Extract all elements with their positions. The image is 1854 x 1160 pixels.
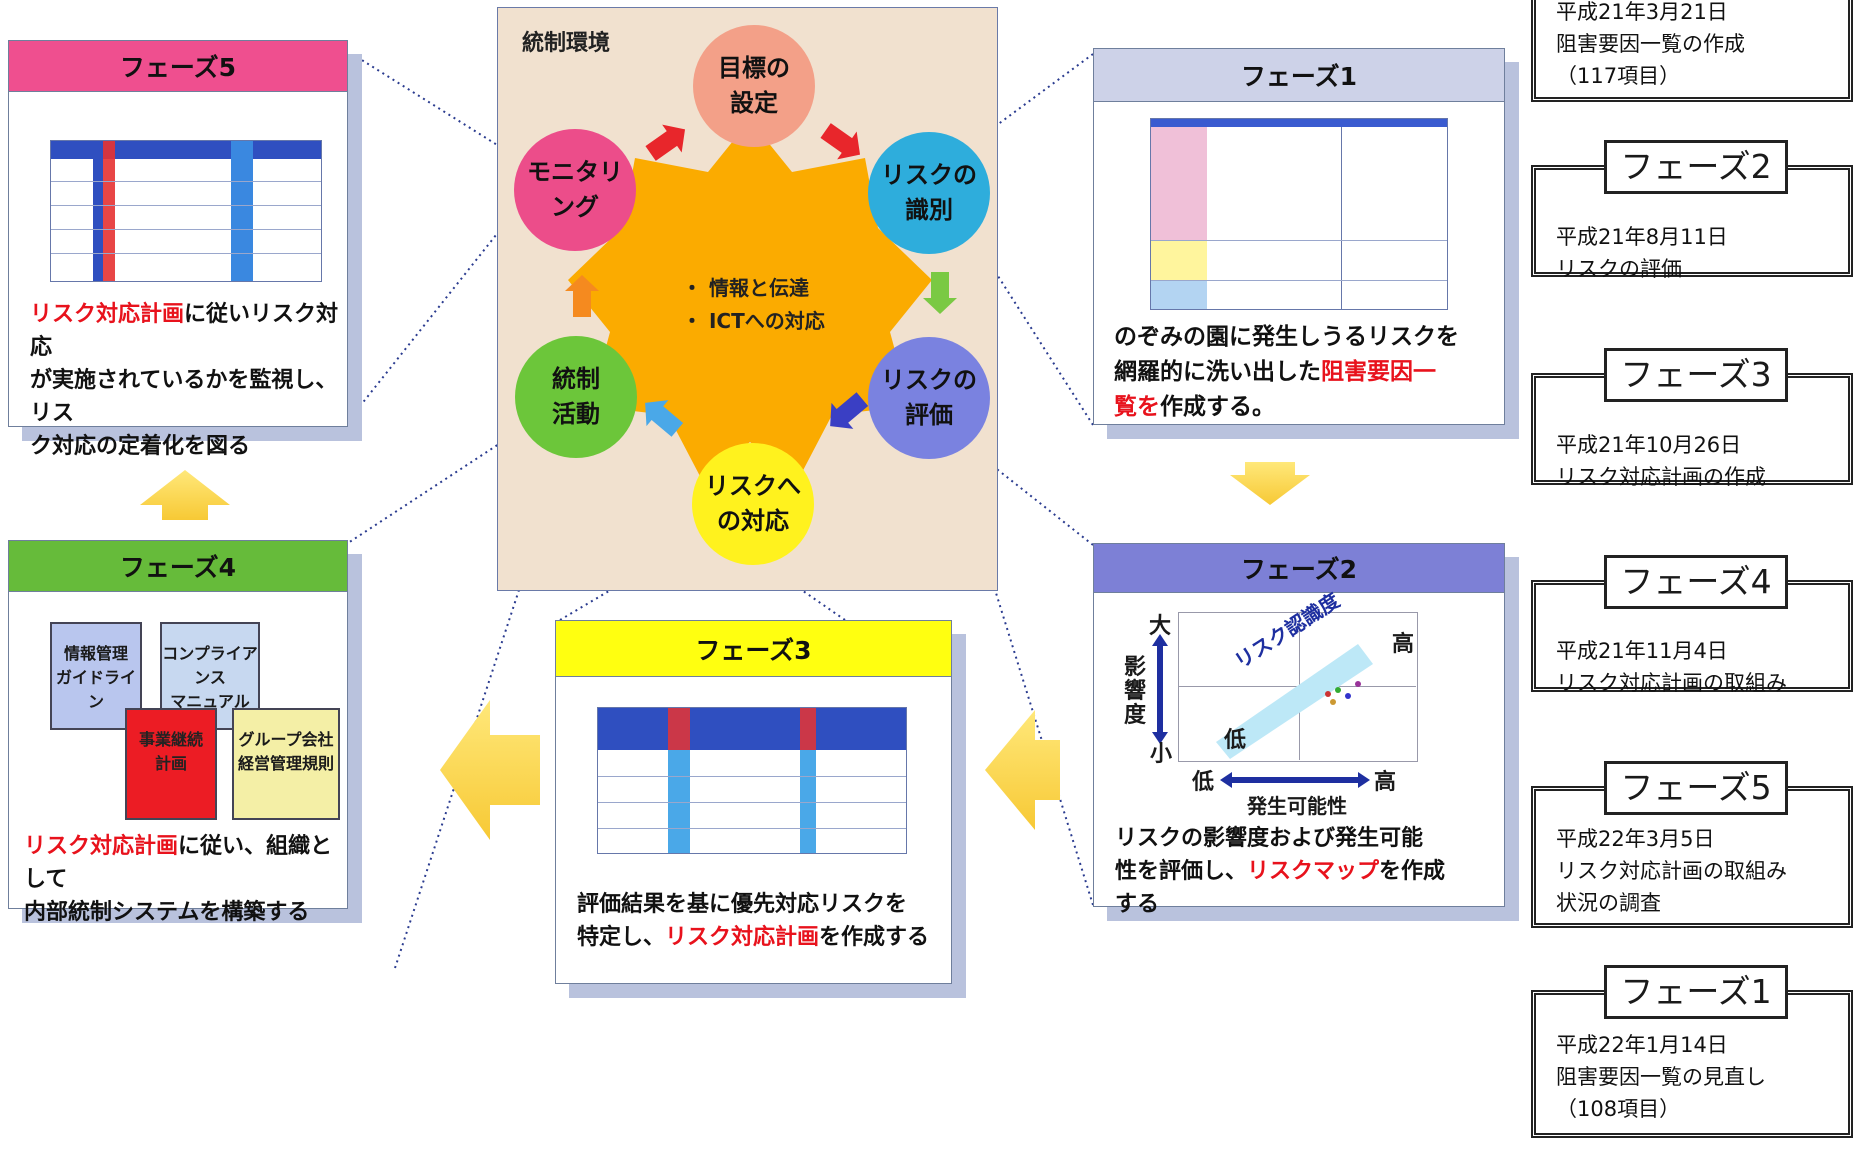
phase2-title: フェーズ2 bbox=[1094, 544, 1504, 593]
phase5-description: リスク対応計画に従いリスク対応 が実施されているかを監視し、リス ク対応の定着化… bbox=[30, 302, 339, 459]
arrow-phase4-to-5 bbox=[140, 470, 230, 520]
timeline-1-line-3: （117項目） bbox=[1556, 64, 1681, 88]
timeline-4-line-1: 平成21年11月4日 bbox=[1556, 639, 1728, 663]
phase3-description: 評価結果を基に優先対応リスクを 特定し、リスク対応計画を作成する bbox=[577, 892, 930, 950]
cycle-arrow-1 bbox=[645, 124, 686, 161]
risk-map-x-low: 低 bbox=[1192, 770, 1215, 795]
cycle-arrow-4 bbox=[830, 392, 869, 429]
info-bullet-2: ・ ICTへの対応 bbox=[682, 309, 825, 333]
arrow-phase2-to-3 bbox=[985, 710, 1060, 830]
timeline-2-label: フェーズ2 bbox=[1604, 140, 1788, 194]
risk-map: リスク認識度 大 影響度 小 高 低 低 高 発生可能性 bbox=[1112, 588, 1492, 818]
timeline-3-line-2: リスク対応計画の作成 bbox=[1556, 465, 1766, 489]
timeline-6-label: フェーズ1 bbox=[1604, 965, 1788, 1019]
phase5-table-thumbnail bbox=[50, 140, 322, 282]
arrow-phase1-to-2 bbox=[1230, 462, 1310, 505]
cycle-risk-identification: リスクの識別 bbox=[868, 132, 990, 254]
timeline-1-line-1: 平成21年3月21日 bbox=[1556, 0, 1728, 24]
timeline-3-line-1: 平成21年10月26日 bbox=[1556, 433, 1742, 457]
binder-group-management-rules: グループ会社経営管理規則 bbox=[232, 708, 340, 820]
risk-map-x-high: 高 bbox=[1374, 770, 1397, 795]
phase5-title: フェーズ5 bbox=[9, 41, 347, 92]
information-communication-star bbox=[568, 120, 932, 480]
flow-arrows bbox=[140, 462, 1310, 840]
phase1-description: のぞみの園に発生しうるリスクを 網羅的に洗い出した阻害要因一 覧を作成する。 bbox=[1114, 324, 1459, 420]
cycle-risk-response: リスクへの対応 bbox=[692, 443, 814, 565]
cycle-objective-setting: 目標の設定 bbox=[693, 25, 815, 147]
risk-awareness-band bbox=[1216, 644, 1373, 759]
timeline-6-line-1: 平成22年1月14日 bbox=[1556, 1033, 1728, 1057]
phase3-table-thumbnail bbox=[597, 707, 907, 854]
timeline-5-line-1: 平成22年3月5日 bbox=[1556, 827, 1715, 851]
cycle-monitoring: モニタリング bbox=[514, 129, 636, 251]
timeline-6-line-3: （108項目） bbox=[1556, 1097, 1681, 1121]
timeline-3-label: フェーズ3 bbox=[1604, 348, 1788, 402]
phase1-table-thumbnail bbox=[1150, 118, 1448, 310]
timeline-entry-1: 平成21年3月21日 阻害要因一覧の作成 （117項目） bbox=[1531, 0, 1853, 102]
timeline-2-line-1: 平成21年8月11日 bbox=[1556, 225, 1728, 249]
arrow-phase3-to-4 bbox=[440, 700, 540, 840]
cycle-risk-assessment: リスクの評価 bbox=[868, 337, 990, 459]
cycle-arrow-6 bbox=[565, 275, 599, 317]
binder-information-management: 情報管理ガイドライン bbox=[50, 622, 142, 730]
risk-map-high-label: 高 bbox=[1392, 632, 1415, 657]
risk-map-y-low: 小 bbox=[1150, 742, 1173, 767]
cycle-arrow-2 bbox=[820, 123, 861, 160]
y-axis-arrow bbox=[1152, 634, 1168, 744]
timeline-4-line-2: リスク対応計画の取組み bbox=[1556, 671, 1787, 695]
phase3-title: フェーズ3 bbox=[556, 621, 951, 677]
risk-map-y-high: 大 bbox=[1149, 614, 1172, 639]
control-environment-label: 統制環境 bbox=[522, 31, 611, 56]
x-axis-arrow bbox=[1220, 772, 1370, 788]
risk-map-x-label: 発生可能性 bbox=[1247, 794, 1347, 818]
timeline-5-label: フェーズ5 bbox=[1604, 761, 1788, 815]
timeline-5-line-3: 状況の調査 bbox=[1556, 891, 1661, 915]
info-bullet-1: ・ 情報と伝達 bbox=[682, 276, 809, 300]
binder-business-continuity-plan: 事業継続計画 bbox=[125, 708, 217, 820]
phase4-description: リスク対応計画に従い、組織として 内部統制システムを構築する bbox=[24, 834, 333, 925]
timeline-6-line-2: 阻害要因一覧の見直し bbox=[1556, 1065, 1766, 1089]
cycle-arrow-5 bbox=[645, 400, 684, 437]
phase2-description: リスクの影響度および発生可能 性を評価し、リスクマップを作成 する bbox=[1115, 826, 1446, 917]
cycle-arrows bbox=[565, 123, 957, 437]
risk-map-low-label: 低 bbox=[1224, 728, 1247, 753]
risk-map-y-label: 影響度 bbox=[1124, 655, 1147, 728]
cycle-arrow-3 bbox=[923, 272, 957, 314]
timeline-2-line-2: リスクの評価 bbox=[1556, 257, 1682, 281]
timeline-4-label: フェーズ4 bbox=[1604, 555, 1788, 609]
cycle-control-activities: 統制活動 bbox=[515, 336, 637, 458]
phase4-title: フェーズ4 bbox=[9, 541, 347, 592]
timeline-1-line-2: 阻害要因一覧の作成 bbox=[1556, 32, 1745, 56]
timeline-5-line-2: リスク対応計画の取組み bbox=[1556, 859, 1787, 883]
phase1-title: フェーズ1 bbox=[1094, 49, 1504, 102]
